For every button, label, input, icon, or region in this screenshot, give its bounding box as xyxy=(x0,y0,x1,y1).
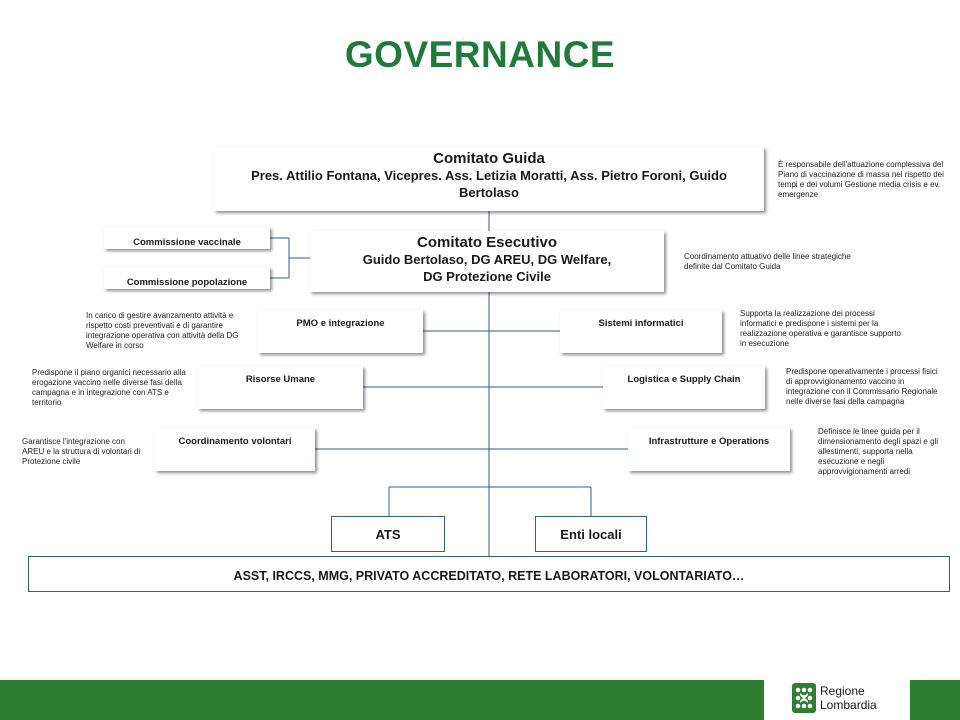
risorse-umane-label: Risorse Umane xyxy=(245,374,316,385)
footer-bar-left xyxy=(0,680,764,720)
comitato-guida-heading: Comitato Guida xyxy=(433,150,545,167)
sistemi-informatici-box: Sistemi informatici xyxy=(560,310,722,353)
logo-text-line1: Regione xyxy=(820,684,865,698)
comitato-guida-note: È responsabile dell'attuazione complessi… xyxy=(778,160,944,199)
logistica-box: Logistica e Supply Chain xyxy=(603,366,765,409)
risorse-umane-box: Risorse Umane xyxy=(198,366,363,409)
base-box: ASST, IRCCS, MMG, PRIVATO ACCREDITATO, R… xyxy=(28,556,950,592)
base-label: ASST, IRCCS, MMG, PRIVATO ACCREDITATO, R… xyxy=(233,569,745,583)
footer-bar-right xyxy=(910,680,960,720)
risorse-umane-note: Predispone il piano organici necessario … xyxy=(32,368,186,407)
commissione-popolazione-label: Commissione popolazione xyxy=(126,277,248,288)
sistemi-informatici-note: Supporta la realizzazione dei processi i… xyxy=(740,309,901,348)
commissione-vaccinale-label: Commissione vaccinale xyxy=(133,237,241,248)
logistica-label: Logistica e Supply Chain xyxy=(627,374,741,385)
commissione-vaccinale-box: Commissione vaccinale xyxy=(104,227,270,249)
rosa-camuna-icon xyxy=(792,683,816,713)
infrastrutture-box: Infrastrutture e Operations xyxy=(628,428,790,471)
infrastrutture-note: Definisce le linee guida per il dimensio… xyxy=(818,427,939,476)
comitato-guida-box: Comitato Guida Pres. Attilio Fontana, Vi… xyxy=(214,147,764,211)
comitato-esecutivo-line1: Guido Bertolaso, DG AREU, DG Welfare, xyxy=(362,252,612,267)
coordinamento-volontari-note: Garantisce l'integrazione con AREU e la … xyxy=(22,437,141,466)
commissione-popolazione-box: Commissione popolazione xyxy=(104,267,270,289)
coordinamento-volontari-box: Coordinamento volontari xyxy=(155,428,315,471)
comitato-esecutivo-heading: Comitato Esecutivo xyxy=(416,234,558,251)
enti-locali-label: Enti locali xyxy=(560,527,622,542)
coordinamento-volontari-label: Coordinamento volontari xyxy=(178,436,292,447)
comitato-esecutivo-box: Comitato Esecutivo Guido Bertolaso, DG A… xyxy=(310,231,664,292)
comitato-esecutivo-line2: DG Protezione Civile xyxy=(423,269,551,284)
enti-locali-box: Enti locali xyxy=(535,516,647,552)
pmo-note: In carico di gestire avanzamento attivit… xyxy=(86,311,239,350)
pmo-box: PMO e integrazione xyxy=(258,310,423,353)
logo-text-line2: Lombardia xyxy=(820,698,877,712)
ats-box: ATS xyxy=(331,516,445,552)
logistica-note: Predispone operativamente i processi fis… xyxy=(786,367,938,406)
regione-lombardia-logo: Regione Lombardia xyxy=(764,678,910,720)
comitato-esecutivo-note: Coordinamento attuativo delle linee stra… xyxy=(684,252,851,271)
page-title: GOVERNANCE xyxy=(344,34,616,75)
comitato-guida-members: Pres. Attilio Fontana, Vicepres. Ass. Le… xyxy=(251,168,727,200)
pmo-label: PMO e integrazione xyxy=(296,318,385,329)
sistemi-informatici-label: Sistemi informatici xyxy=(598,318,684,329)
ats-label: ATS xyxy=(375,527,401,542)
infrastrutture-label: Infrastrutture e Operations xyxy=(648,436,770,447)
